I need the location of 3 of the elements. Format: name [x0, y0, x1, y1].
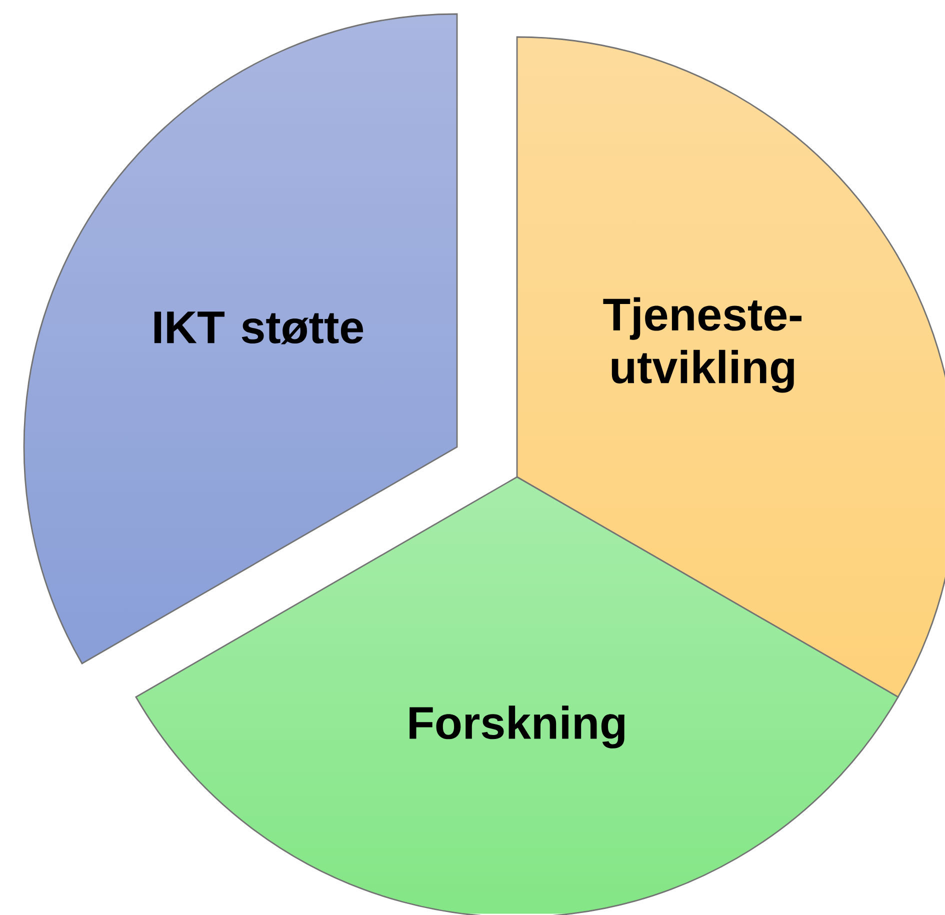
pie-sector: Tjeneste- utvikling	[516, 36, 945, 698]
pie-sector: IKT støtte	[23, 13, 458, 664]
pie-sector: Forskning	[135, 476, 899, 915]
